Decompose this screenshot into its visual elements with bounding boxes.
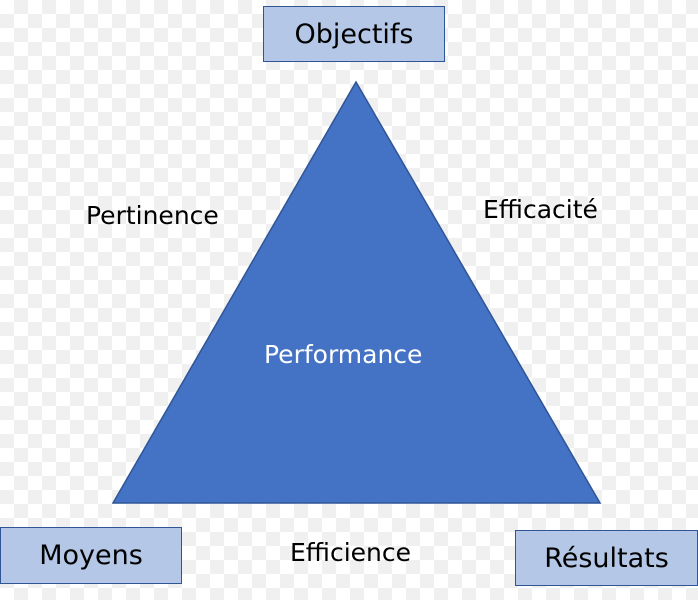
resultats-label: Résultats xyxy=(544,542,669,574)
pertinence-label: Pertinence xyxy=(86,201,219,230)
objectifs-box: Objectifs xyxy=(263,6,445,62)
moyens-box: Moyens xyxy=(0,527,182,584)
resultats-box: Résultats xyxy=(515,530,698,586)
performance-triangle xyxy=(111,80,602,504)
efficacite-label: Efficacité xyxy=(483,195,598,224)
efficience-label: Efficience xyxy=(290,538,412,567)
objectifs-label: Objectifs xyxy=(294,18,414,50)
moyens-label: Moyens xyxy=(39,540,143,571)
performance-label: Performance xyxy=(264,340,423,369)
